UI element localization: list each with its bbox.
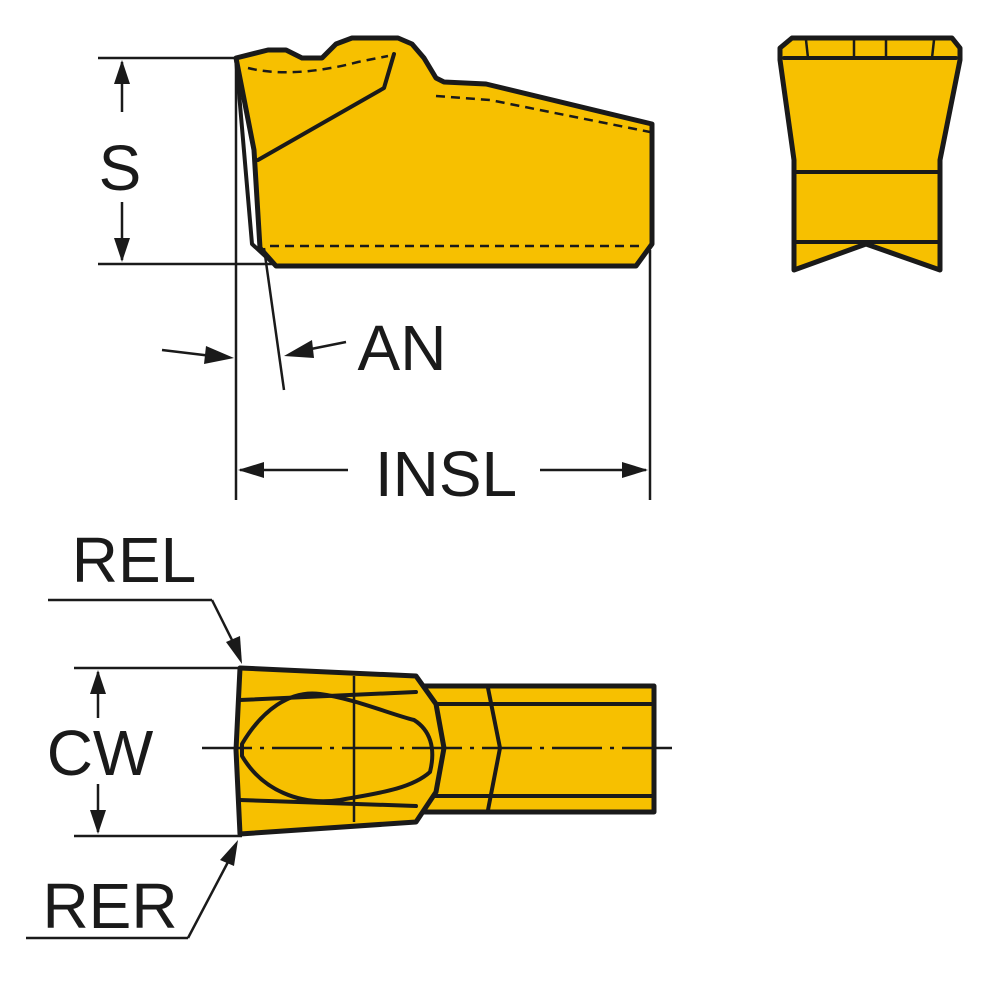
insert-top-head xyxy=(233,665,447,837)
dim-insl-arrow-left xyxy=(238,462,264,478)
dim-an-label: AN xyxy=(358,312,447,384)
insert-side-hidden-top xyxy=(247,54,389,74)
dim-an-ext-angle xyxy=(262,247,286,391)
dimension-rer: RER xyxy=(26,840,238,942)
dim-an-arrow-left xyxy=(204,346,234,364)
dim-insl-label: INSL xyxy=(375,438,517,510)
dimension-an: AN xyxy=(161,62,447,500)
dim-cw-label: CW xyxy=(47,717,154,789)
dim-rer-leader-diagonal xyxy=(186,861,230,939)
dim-an-arrow-right xyxy=(284,340,314,358)
insert-side-body xyxy=(233,35,655,269)
dim-insl-arrow-right xyxy=(622,462,648,478)
insert-end-groove-4 xyxy=(930,39,936,59)
insert-end-view xyxy=(777,35,963,273)
dimension-cw: CW xyxy=(47,666,242,838)
insert-side-bevel xyxy=(256,52,396,162)
dim-s-arrow-down xyxy=(114,238,130,262)
insert-side-flank xyxy=(234,56,278,268)
insert-side-hidden-upper xyxy=(435,94,651,134)
dim-rel-label: REL xyxy=(72,524,197,596)
dim-cw-arrow-down xyxy=(90,810,106,834)
insert-end-groove-1 xyxy=(804,39,810,59)
dimension-s: S xyxy=(98,56,276,266)
dim-rer-arrow xyxy=(220,840,238,866)
insert-end-body xyxy=(777,35,963,273)
insert-top-view xyxy=(202,665,678,837)
dim-rer-label: RER xyxy=(42,870,177,942)
dimension-rel: REL xyxy=(48,524,242,664)
dimension-insl: INSL xyxy=(238,250,652,510)
dim-s-arrow-up xyxy=(114,60,130,84)
dim-an-leader-left xyxy=(161,348,213,358)
dim-s-label: S xyxy=(99,132,142,204)
dim-cw-arrow-up xyxy=(90,670,106,694)
dim-rel-arrow xyxy=(226,636,242,664)
insert-side-view xyxy=(233,35,655,269)
dim-rel-leader-diagonal xyxy=(210,599,236,645)
